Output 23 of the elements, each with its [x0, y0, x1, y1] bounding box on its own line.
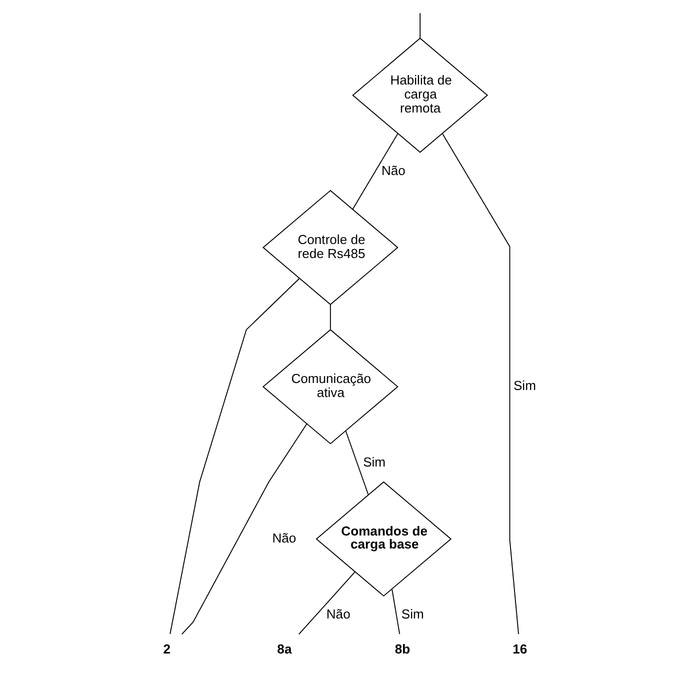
- node-text: 8a: [277, 642, 292, 657]
- node-text: 16: [512, 642, 528, 657]
- node-diamond: Comunicação ativa: [262, 329, 398, 444]
- connector: [392, 588, 400, 635]
- edge-label: Não: [272, 530, 296, 546]
- edge-label: Sim: [401, 606, 424, 622]
- node-diamond: Comandos de carga base: [316, 481, 452, 597]
- connector: [442, 133, 520, 635]
- connector: [330, 304, 331, 330]
- edge-label: Sim: [513, 378, 536, 394]
- connector: [352, 133, 398, 210]
- connector: [345, 430, 369, 496]
- connector: [420, 12, 421, 39]
- node-text: 2: [163, 642, 170, 657]
- connector: [181, 423, 308, 635]
- edge-label: Não: [326, 606, 350, 622]
- node-diamond: Habilita de carga remota: [352, 38, 488, 153]
- node-diamond: Controle de rede Rs485: [262, 190, 398, 306]
- edge-label: Não: [381, 162, 406, 178]
- edge-label: Sim: [363, 454, 386, 470]
- connector: [298, 571, 356, 635]
- node-text: 8b: [394, 642, 410, 657]
- connector: [170, 278, 300, 634]
